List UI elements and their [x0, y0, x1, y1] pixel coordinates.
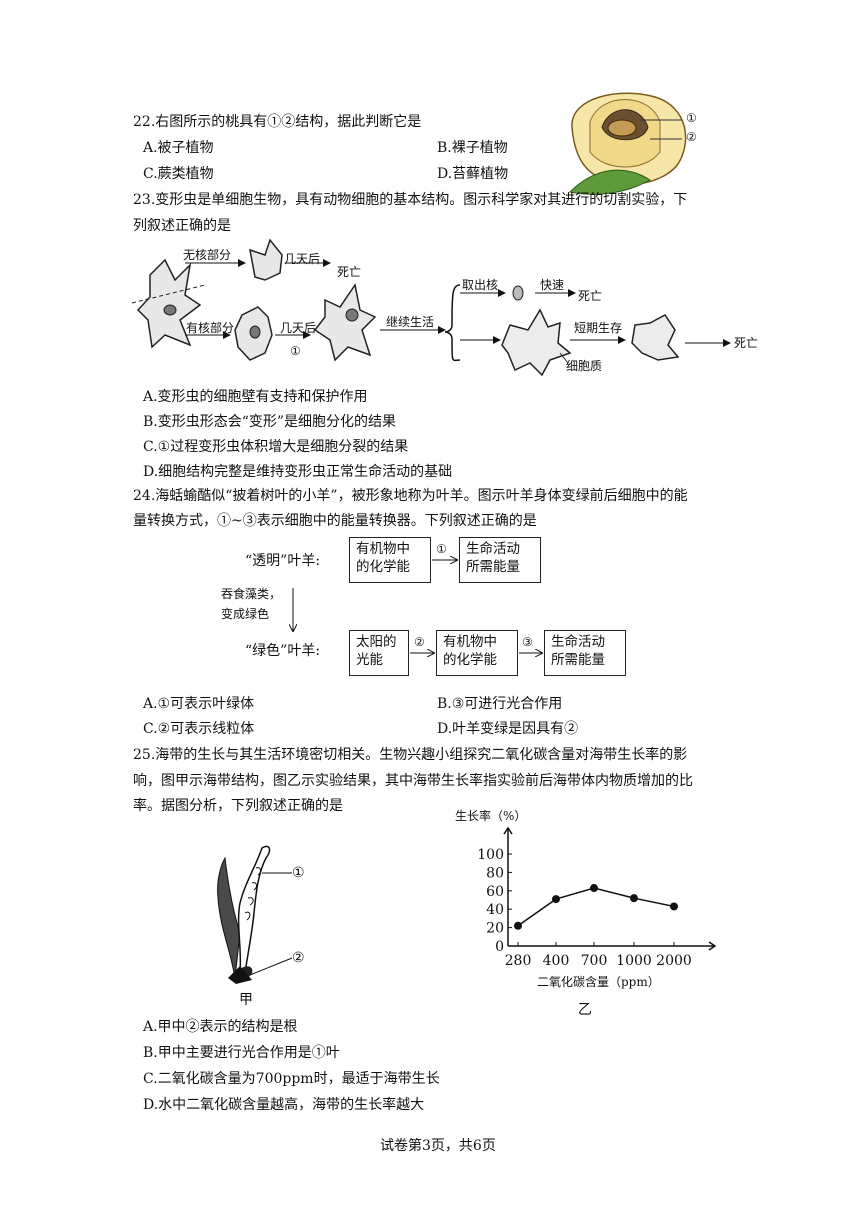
q23-option-d[interactable]: D.细胞结构完整是维持变形虫正常生命活动的基础 — [143, 464, 453, 480]
amoeba-short-survival: 短期生存 — [574, 321, 623, 335]
box-sun-energy: 太阳的光能 — [349, 630, 409, 676]
q25-stem-line1: 25.海带的生长与其生活环境密切相关。生物兴趣小组探究二氧化碳含量对海带生长率的… — [133, 747, 688, 763]
x-tick-label: 700 — [581, 953, 608, 969]
y-axis-arrow — [503, 826, 513, 835]
amoeba-days-later-2: 几天后 — [280, 321, 317, 335]
amoeba-circle-1: ① — [290, 344, 301, 358]
figure-b-label: 乙 — [578, 1002, 592, 1018]
data-point — [670, 902, 678, 911]
amoeba-with-nucleus: 有核部分 — [186, 321, 235, 335]
box-life-energy-1: 生命活动所需能量 — [459, 537, 541, 583]
peach-label-1: ① — [686, 111, 697, 125]
x-tick-label: 2000 — [656, 953, 692, 969]
q25-stem-line3: 率。据图分析，下列叙述正确的是 — [133, 798, 343, 814]
q25-option-a[interactable]: A.甲中②表示的结构是根 — [143, 1019, 298, 1035]
peach-figure — [568, 92, 687, 195]
data-point — [630, 894, 638, 903]
amoeba-death-3: 死亡 — [734, 336, 759, 350]
q23-stem-line2: 列叙述正确的是 — [133, 218, 231, 234]
y-tick-label: 60 — [486, 884, 504, 900]
q25-option-b[interactable]: B.甲中主要进行光合作用是①叶 — [143, 1045, 340, 1061]
q25-option-d[interactable]: D.水中二氧化碳含量越高，海带的生长率越大 — [143, 1097, 425, 1113]
y-tick-label: 40 — [486, 902, 504, 918]
peach-label-2: ② — [686, 130, 697, 144]
y-tick-label: 0 — [495, 939, 504, 955]
data-point — [590, 884, 598, 893]
amoeba-cytoplasm: 细胞质 — [566, 359, 603, 373]
kelp-label-1: ① — [292, 865, 305, 881]
figure-a-label: 甲 — [239, 992, 253, 1008]
x-tick-label: 400 — [543, 953, 570, 969]
kelp-label-2: ② — [292, 950, 305, 966]
q24-option-a[interactable]: A.①可表示叶绿体 — [143, 696, 255, 712]
q24-option-b[interactable]: B.③可进行光合作用 — [437, 696, 563, 712]
kelp-figure — [217, 845, 293, 984]
q25-option-c[interactable]: C.二氧化碳含量为700ppm时，最适于海带生长 — [143, 1071, 440, 1087]
y-tick-label: 100 — [477, 847, 504, 863]
x-tick-label: 280 — [505, 953, 532, 969]
page-footer: 试卷第3页，共6页 — [380, 1138, 496, 1154]
y-tick-label: 80 — [486, 865, 504, 881]
x-axis-arrow — [708, 941, 717, 951]
chart-xlabel: 二氧化碳含量（ppm） — [537, 975, 660, 989]
box-life-energy-2: 生命活动所需能量 — [544, 630, 626, 676]
eat-algae-line1: 吞食藻类， — [221, 587, 282, 601]
leaf-sheep-transparent: “透明”叶羊: — [245, 553, 321, 569]
q24-option-d[interactable]: D.叶羊变绿是因具有② — [437, 721, 579, 737]
amoeba-death-2: 死亡 — [578, 289, 603, 303]
energy-flow-arrows — [0, 0, 867, 700]
amoeba-days-later-1: 几天后 — [284, 252, 321, 266]
q22-stem: 22.右图所示的桃具有①②结构，据此判断它是 — [133, 114, 422, 130]
q22-option-b[interactable]: B.裸子植物 — [437, 140, 508, 156]
q22-option-d[interactable]: D.苔藓植物 — [437, 166, 509, 182]
arrow-label-1: ① — [436, 542, 447, 556]
q25-stem-line2: 响，图甲示海带结构，图乙示实验结果，其中海带生长率指实验前后海带体内物质增加的比 — [133, 773, 693, 789]
q22-option-a[interactable]: A.被子植物 — [143, 140, 214, 156]
q23-option-a[interactable]: A.变形虫的细胞壁有支持和保护作用 — [143, 389, 368, 405]
q24-option-c[interactable]: C.②可表示线粒体 — [143, 721, 255, 737]
eat-algae-line2: 变成绿色 — [221, 607, 270, 621]
amoeba-no-nucleus: 无核部分 — [183, 248, 232, 262]
data-point — [514, 921, 522, 930]
box-chemical-energy-1: 有机物中的化学能 — [349, 537, 431, 583]
q22-option-c[interactable]: C.蕨类植物 — [143, 166, 214, 182]
box-chemical-energy-2: 有机物中的化学能 — [436, 630, 518, 676]
chart-ylabel: 生长率（%） — [455, 809, 527, 823]
y-tick-label: 20 — [486, 921, 504, 937]
q23-option-b[interactable]: B.变形虫形态会“变形”是细胞分化的结果 — [143, 414, 397, 430]
q24-stem-line1: 24.海蛞蝓酷似“披着树叶的小羊”，被形象地称为叶羊。图示叶羊身体变绿前后细胞中… — [133, 488, 688, 504]
amoeba-death-1: 死亡 — [337, 265, 362, 279]
amoeba-continue-life: 继续生活 — [386, 315, 435, 329]
q24-stem-line2: 量转换方式，①~③表示细胞中的能量转换器。下列叙述正确的是 — [133, 513, 537, 529]
amoeba-remove-nucleus: 取出核 — [462, 278, 499, 292]
data-point — [552, 895, 560, 904]
x-tick-label: 1000 — [616, 953, 652, 969]
amoeba-fast: 快速 — [540, 278, 565, 292]
leaf-sheep-green: “绿色”叶羊: — [245, 643, 321, 659]
q23-stem-line1: 23.变形虫是单细胞生物，具有动物细胞的基本结构。图示科学家对其进行的切割实验，… — [133, 192, 688, 208]
amoeba-experiment-figure — [131, 238, 731, 377]
arrow-label-3: ③ — [522, 635, 533, 649]
q23-option-c[interactable]: C.①过程变形虫体积增大是细胞分裂的结果 — [143, 439, 409, 455]
arrow-label-2: ② — [414, 635, 425, 649]
series-line — [517, 887, 675, 927]
